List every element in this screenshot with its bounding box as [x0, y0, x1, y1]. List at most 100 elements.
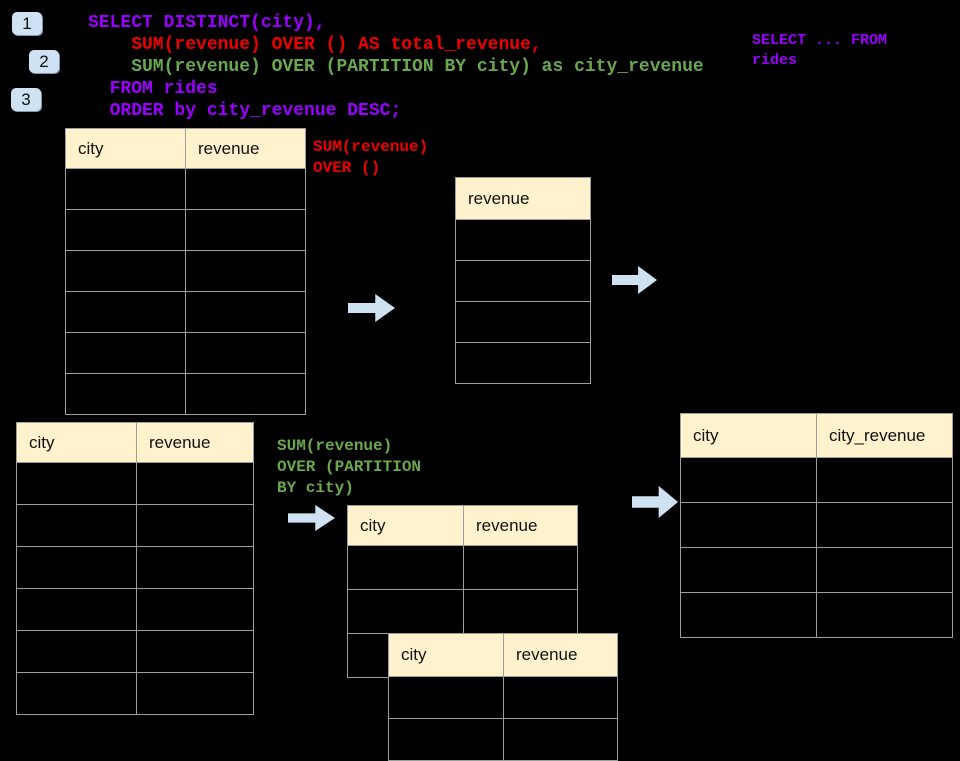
table-row — [455, 342, 591, 384]
empty-cell — [185, 209, 306, 251]
code-line: SUM(revenue) OVER (PARTITION BY city) as… — [88, 57, 704, 77]
empty-cell — [136, 672, 254, 715]
empty-cell — [388, 718, 504, 761]
empty-cell — [185, 373, 306, 415]
empty-cell — [816, 592, 953, 638]
empty-cell — [455, 260, 591, 302]
right-arrow-icon — [612, 266, 657, 294]
empty-cell — [185, 250, 306, 292]
column-header: revenue — [136, 422, 254, 463]
empty-cell — [503, 718, 618, 761]
empty-cell — [185, 332, 306, 374]
empty-cell — [680, 592, 817, 638]
empty-cell — [816, 547, 953, 593]
total-revenue-annotation: SUM(revenue) OVER () — [313, 137, 428, 179]
right-arrow-icon — [632, 486, 678, 518]
right-arrow-icon — [348, 294, 395, 322]
sql-query-code: SELECT DISTINCT(city), SUM(revenue) OVER… — [88, 12, 704, 122]
code-line: SUM(revenue) OVER () AS total_revenue, — [88, 35, 542, 55]
step-badge-3: 3 — [11, 88, 41, 111]
empty-cell — [136, 588, 254, 631]
empty-cell — [463, 589, 578, 634]
empty-cell — [680, 502, 817, 548]
code-line: SELECT ... FROM — [752, 32, 888, 49]
code-line: FROM rides — [88, 79, 218, 99]
table-row — [347, 545, 578, 590]
slide-canvas: { "colors": { "background": "#000000", "… — [11, 12, 953, 761]
empty-cell — [185, 168, 306, 210]
empty-cell — [65, 291, 186, 333]
code-line: SELECT DISTINCT(city), — [88, 13, 326, 33]
column-header: revenue — [455, 177, 591, 220]
table-row — [16, 630, 254, 673]
empty-cell — [65, 209, 186, 251]
empty-cell — [185, 291, 306, 333]
empty-cell — [816, 502, 953, 548]
empty-cell — [816, 457, 953, 503]
empty-cell — [16, 630, 137, 673]
table-row — [16, 462, 254, 505]
code-line: OVER () — [313, 159, 381, 177]
table-row — [680, 547, 953, 593]
empty-cell — [16, 546, 137, 589]
empty-cell — [388, 676, 504, 719]
empty-cell — [503, 676, 618, 719]
code-line: OVER (PARTITION — [277, 458, 422, 476]
table-row — [65, 168, 306, 210]
empty-cell — [680, 457, 817, 503]
empty-cell — [16, 504, 137, 547]
table-row — [16, 546, 254, 589]
empty-cell — [455, 219, 591, 261]
table-row — [680, 502, 953, 548]
empty-cell — [65, 373, 186, 415]
empty-cell — [680, 547, 817, 593]
table-row — [680, 592, 953, 638]
table-row — [347, 589, 578, 634]
column-header: city — [65, 128, 186, 169]
code-line: SUM(revenue) — [277, 437, 393, 455]
table-row — [16, 504, 254, 547]
table-row — [388, 718, 618, 761]
table-row — [65, 209, 306, 251]
empty-cell — [455, 342, 591, 384]
right-arrow-icon — [288, 505, 335, 531]
column-header: city — [388, 633, 504, 677]
step-badge-2: 2 — [29, 50, 59, 73]
empty-cell — [347, 545, 464, 590]
empty-cell — [16, 672, 137, 715]
total-revenue-table: revenue — [455, 177, 591, 384]
table-row — [65, 332, 306, 374]
empty-cell — [136, 462, 254, 505]
empty-cell — [16, 462, 137, 505]
table-row — [455, 219, 591, 261]
column-header: city_revenue — [816, 413, 953, 458]
empty-cell — [136, 504, 254, 547]
code-line: ORDER by city_revenue DESC; — [88, 101, 402, 121]
code-line: SUM(revenue) — [313, 138, 429, 156]
table-row — [388, 676, 618, 719]
table-row — [455, 301, 591, 343]
table-header-row: revenue — [455, 177, 591, 220]
empty-cell — [65, 250, 186, 292]
empty-cell — [136, 546, 254, 589]
table-row — [680, 457, 953, 503]
table-row — [65, 291, 306, 333]
table-row — [455, 260, 591, 302]
table-row — [16, 588, 254, 631]
column-header: revenue — [185, 128, 306, 169]
empty-cell — [65, 332, 186, 374]
table-row — [65, 373, 306, 415]
column-header: city — [680, 413, 817, 458]
column-header: city — [347, 505, 464, 546]
table-row — [16, 672, 254, 715]
